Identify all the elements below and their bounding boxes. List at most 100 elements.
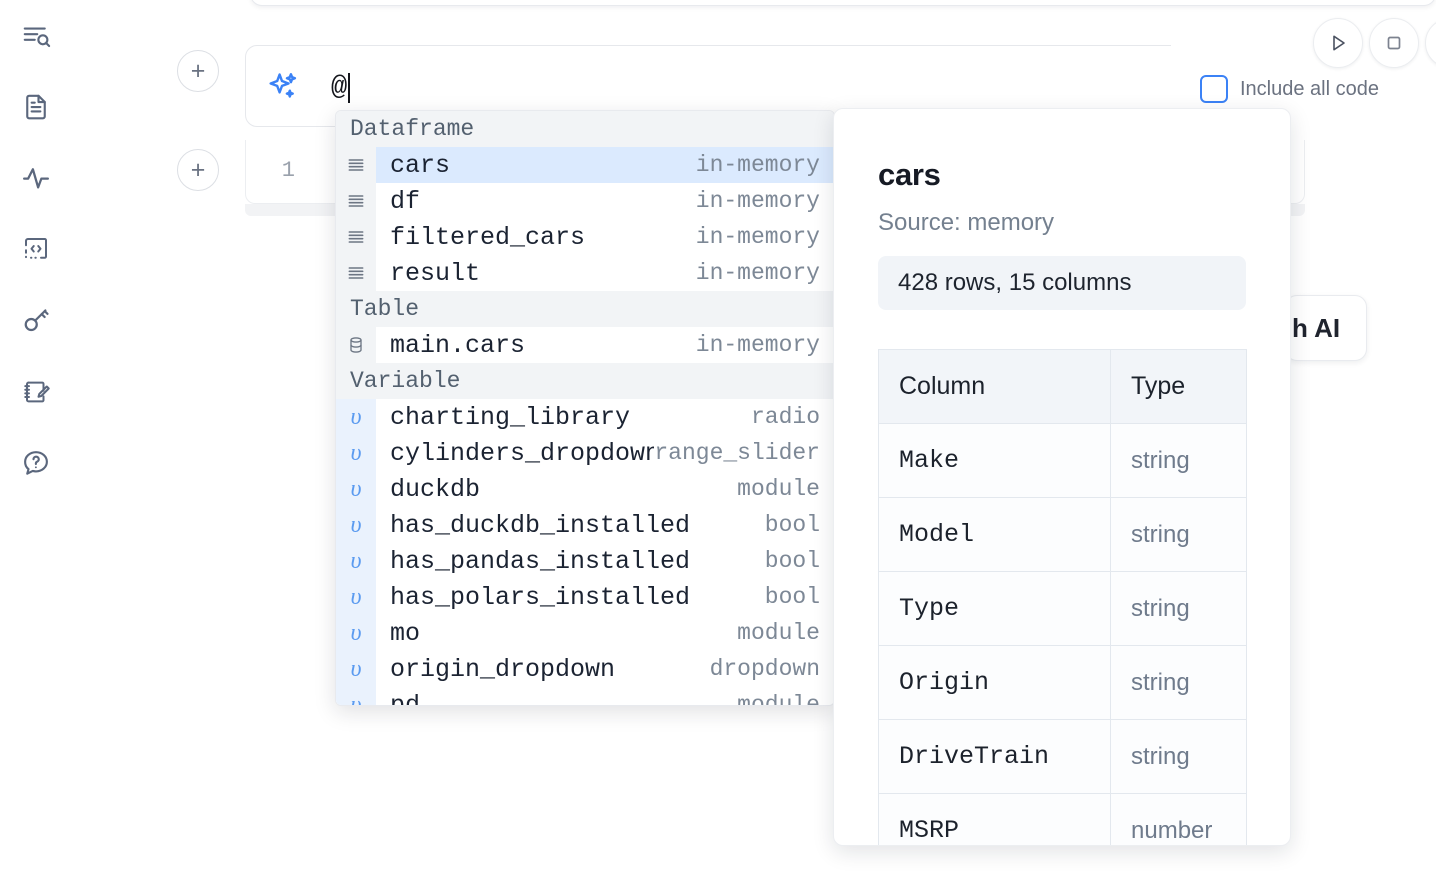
schema-column-name: MSRP [878, 793, 1111, 845]
schema-column-type: string [1110, 719, 1247, 794]
autocomplete-item-label: cars [390, 150, 451, 180]
autocomplete-item-label: cylinders_dropdown [390, 438, 655, 468]
sidebar-item-help[interactable] [14, 441, 58, 485]
code-snippets-icon [21, 234, 51, 264]
file-explorer-search-icon [21, 21, 51, 51]
ai-sparkle-icon [266, 70, 300, 104]
ai-action-pill[interactable]: h AI [1285, 295, 1367, 361]
schema-column-name: DriveTrain [878, 719, 1111, 794]
text-cursor [348, 73, 351, 103]
schema-column-name: Type [878, 571, 1111, 646]
autocomplete-item-meta: range_slider [654, 440, 820, 466]
variable-icon: υ [336, 399, 376, 435]
schema-column-type: string [1110, 497, 1247, 572]
include-all-code-row[interactable]: Include all code [1200, 72, 1379, 106]
dataframe-icon [336, 255, 376, 291]
activity-pulse-icon [21, 163, 51, 193]
autocomplete-item-meta: in-memory [695, 260, 820, 286]
autocomplete-item-label: has_polars_installed [390, 582, 691, 612]
variable-icon: υ [336, 471, 376, 507]
autocomplete-item-meta: in-memory [695, 332, 820, 358]
sidebar-item-file-explorer[interactable] [14, 14, 58, 58]
sidebar-item-notebook-file[interactable] [14, 85, 58, 129]
autocomplete-group-header: Table [336, 291, 834, 327]
plus-icon: + [190, 155, 206, 184]
variable-icon: υ [336, 687, 376, 705]
schema-column-name: Model [878, 497, 1111, 572]
run-button[interactable] [1313, 18, 1363, 68]
autocomplete-item-label: has_duckdb_installed [390, 510, 691, 540]
autocomplete-item-label: charting_library [390, 402, 631, 432]
previous-cell-card [250, 0, 1436, 6]
table-database-icon [336, 327, 376, 363]
sidebar-item-snippets[interactable] [14, 227, 58, 271]
autocomplete-item[interactable]: filtered_cars in-memory [336, 219, 834, 255]
play-icon [1326, 31, 1350, 55]
include-all-code-checkbox[interactable] [1200, 75, 1228, 103]
table-header-row: Column Type [878, 349, 1247, 424]
stop-button[interactable] [1369, 18, 1419, 68]
scratchpad-edit-icon [21, 377, 51, 407]
autocomplete-item-meta: in-memory [695, 224, 820, 250]
autocomplete-item-meta: in-memory [695, 188, 820, 214]
autocomplete-item-label: duckdb [390, 474, 481, 504]
autocomplete-item-meta: in-memory [695, 152, 820, 178]
autocomplete-item[interactable]: df in-memory [336, 183, 834, 219]
add-cell-button[interactable]: + [177, 149, 219, 191]
secrets-key-icon [21, 305, 51, 335]
autocomplete-item-label: df [390, 186, 421, 216]
autocomplete-item-label: result [390, 258, 481, 288]
info-panel-title: cars [878, 157, 941, 192]
sidebar-rail [0, 0, 72, 874]
autocomplete-item-meta: module [737, 692, 820, 706]
ai-prompt-value: @ [331, 73, 348, 103]
sidebar-item-scratchpad[interactable] [14, 370, 58, 414]
column-header-type: Type [1110, 349, 1247, 424]
dataframe-icon [336, 183, 376, 219]
overflow-button[interactable] [1425, 18, 1436, 68]
variable-icon: υ [336, 651, 376, 687]
autocomplete-item-label: filtered_cars [390, 222, 586, 252]
ai-prompt-input[interactable]: @ [331, 69, 351, 107]
autocomplete-item[interactable]: υ origin_dropdown dropdown [336, 651, 834, 687]
notebook-file-icon [21, 92, 51, 122]
plus-icon: + [190, 56, 206, 85]
autocomplete-item[interactable]: result in-memory [336, 255, 834, 291]
autocomplete-group-header: Dataframe [336, 111, 834, 147]
include-all-code-label: Include all code [1240, 77, 1379, 100]
variable-icon: υ [336, 507, 376, 543]
ai-action-pill-label: h AI [1292, 312, 1341, 343]
schema-column-type: number [1110, 793, 1247, 845]
autocomplete-item-label: origin_dropdown [390, 654, 616, 684]
add-ai-cell-button[interactable]: + [177, 50, 219, 92]
autocomplete-item[interactable]: υ has_duckdb_installed bool [336, 507, 834, 543]
help-chat-icon [21, 448, 51, 478]
line-number: 1 [281, 158, 295, 183]
square-stop-icon [1382, 31, 1406, 55]
autocomplete-item[interactable]: cars in-memory [336, 147, 834, 183]
autocomplete-item-meta: dropdown [709, 656, 820, 682]
schema-column-type: string [1110, 645, 1247, 720]
autocomplete-item-meta: module [737, 476, 820, 502]
variable-icon: υ [336, 615, 376, 651]
autocomplete-item-meta: bool [764, 512, 820, 538]
sidebar-item-secrets[interactable] [14, 298, 58, 342]
autocomplete-item-meta: module [737, 620, 820, 646]
dataframe-icon [336, 147, 376, 183]
sidebar-item-activity[interactable] [14, 156, 58, 200]
schema-column-type: string [1110, 571, 1247, 646]
schema-column-name: Make [878, 423, 1111, 498]
